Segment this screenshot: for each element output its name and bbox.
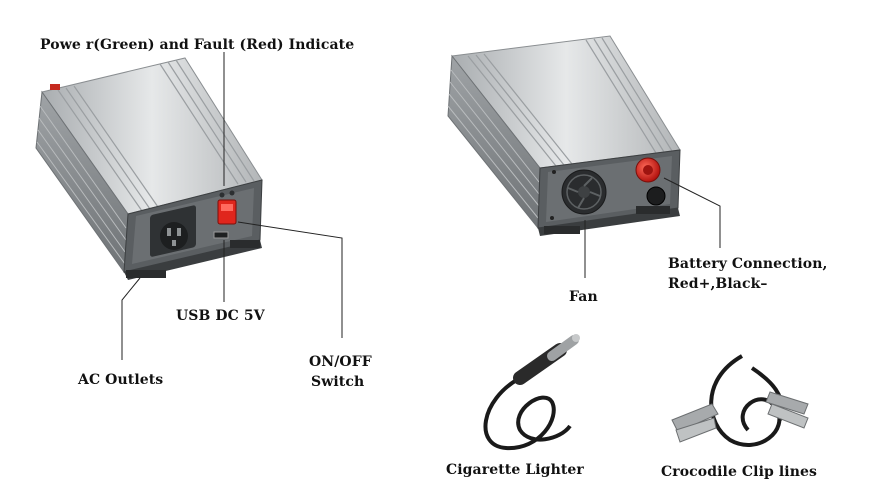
- label-battery-line1: Battery Connection,: [668, 256, 828, 272]
- label-on-off-line1: ON/OFF: [309, 354, 372, 370]
- label-usb: USB DC 5V: [176, 308, 265, 324]
- cigarette-lighter-cable: [483, 334, 580, 451]
- label-on-off-line2: Switch: [311, 374, 365, 390]
- label-ac-outlets: AC Outlets: [78, 372, 164, 388]
- label-cigarette-lighter: Cigarette Lighter: [446, 462, 584, 478]
- inverter-front-view: [35, 57, 263, 280]
- crocodile-clip-cable: [671, 354, 809, 447]
- label-battery-line2: Red+,Black–: [668, 276, 768, 292]
- inverter-rear-view: [447, 35, 681, 236]
- label-power-fault-indicator: Powe r(Green) and Fault (Red) Indicate: [40, 37, 355, 53]
- label-fan: Fan: [569, 289, 598, 305]
- leader-lines: [121, 52, 721, 360]
- label-crocodile-clips: Crocodile Clip lines: [661, 464, 817, 480]
